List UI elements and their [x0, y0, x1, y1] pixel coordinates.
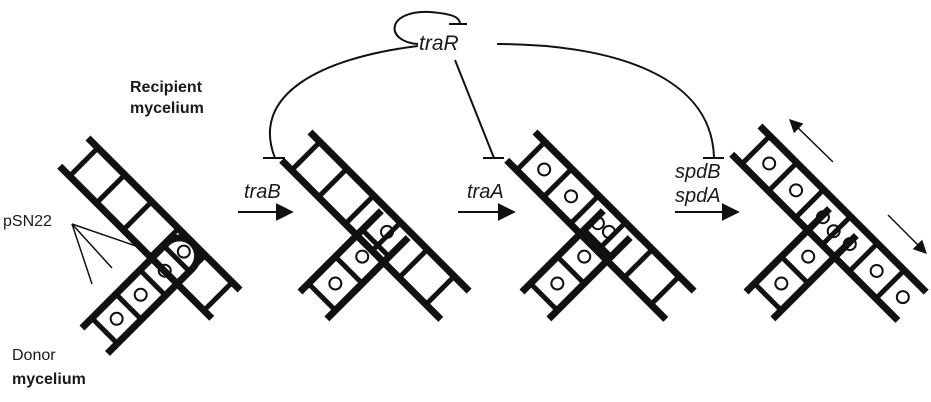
spread-arrow-down — [887, 214, 927, 254]
stage3-transfer-streak — [588, 188, 642, 242]
plasmid-circle — [176, 244, 191, 259]
label-recipient-line1: Recipient — [130, 79, 203, 96]
label-donor-line2: mycelium — [12, 371, 86, 388]
regulation-lines — [263, 10, 724, 159]
plasmid-circle — [157, 263, 172, 278]
label-spdA: spdA — [675, 185, 721, 207]
traR-to-traB-arc — [268, 45, 419, 159]
pSN22-pointer-lines — [71, 223, 137, 285]
spread-arrow-up — [789, 119, 834, 163]
label-traR: traR — [419, 32, 459, 55]
label-spdB: spdB — [675, 161, 721, 183]
stage2-hypha — [279, 129, 472, 322]
label-pSN22: pSN22 — [3, 213, 52, 230]
plasmid-circle — [133, 287, 148, 302]
traR-autorepression-loop — [393, 10, 461, 45]
plasmid-circle — [109, 311, 124, 326]
traR-to-traA-line — [454, 59, 495, 159]
stage1-recipient-ladder — [57, 135, 243, 321]
label-recipient-line2: mycelium — [130, 100, 204, 117]
traR-to-spd-arc — [496, 43, 715, 159]
stage1-donor-hypha — [71, 223, 202, 356]
label-donor-line1: Donor — [12, 347, 56, 364]
label-traA: traA — [467, 181, 504, 203]
stage3-hypha — [504, 129, 697, 322]
label-traB: traB — [244, 181, 281, 203]
stage4-hypha — [729, 119, 929, 323]
